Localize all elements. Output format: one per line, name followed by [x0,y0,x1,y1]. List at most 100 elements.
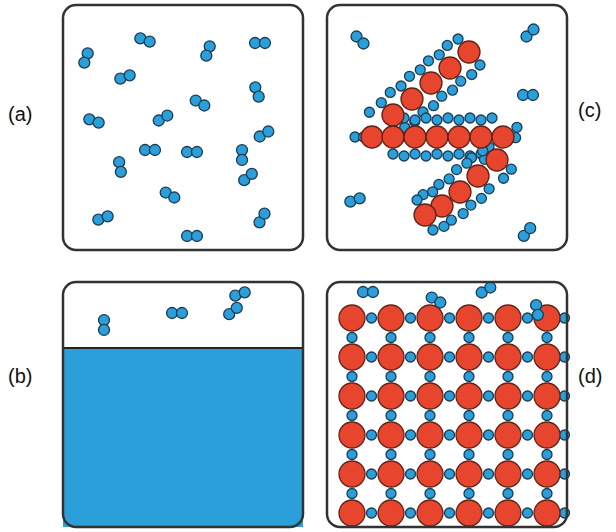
panel-frame [63,5,303,250]
atom [347,450,357,460]
atom [523,313,533,323]
atom [448,85,458,95]
atom [445,469,455,479]
molecule-atom [358,38,369,49]
atom [339,461,365,487]
molecule-atom [528,24,539,35]
atom [542,411,552,421]
atom [503,372,513,382]
atom [456,422,482,448]
atom [432,149,442,159]
atom [503,333,513,343]
atom [401,88,423,110]
atom [495,500,521,526]
atom [512,122,522,132]
atom [421,151,431,161]
atom [378,461,404,487]
atom [414,204,436,226]
molecule-atom [201,50,212,61]
atom [339,500,365,526]
atom [417,305,443,331]
molecule-atom [191,147,202,158]
atom [484,391,494,401]
atom [465,113,475,123]
atom [534,344,560,370]
molecule-atom [246,168,257,179]
atom [467,165,489,187]
atom [437,91,447,101]
atom [466,200,476,210]
atom [386,450,396,460]
atom [347,372,357,382]
molecule-atom [231,302,242,313]
atom [417,422,443,448]
atom [454,149,464,159]
molecule-atom [259,38,270,49]
atom [449,181,471,203]
liquid [63,348,303,527]
atom [388,149,398,159]
atom [434,50,444,60]
atom [426,126,448,148]
atom [406,313,416,323]
atom [487,113,497,123]
atom [495,422,521,448]
atom [443,151,453,161]
atom [378,422,404,448]
panel-frame [327,282,567,527]
atom [378,500,404,526]
atom [410,149,420,159]
molecule-atom [485,282,496,293]
atom [534,500,560,526]
molecule-atom [93,117,104,128]
atom [476,115,486,125]
atom [506,164,516,174]
atom [367,469,377,479]
atom [428,225,438,235]
atom [406,430,416,440]
atom [367,313,377,323]
atom [445,508,455,518]
atom [417,461,443,487]
panel-frame [327,5,567,250]
molecule-atom [367,287,378,298]
atom [339,383,365,409]
atom [456,305,482,331]
atom [385,87,395,97]
molecule-atom [354,193,365,204]
atom [464,411,474,421]
molecules [63,24,570,527]
atom [412,195,422,205]
atom [382,104,404,126]
atom [339,305,365,331]
atom [503,450,513,460]
atom [458,41,480,63]
atom [467,70,477,80]
atom [495,461,521,487]
atom [456,461,482,487]
molecule-atom [199,100,210,111]
atom [445,313,455,323]
atom [415,65,425,75]
atom [339,344,365,370]
panel-frame [63,282,303,527]
atom [456,76,466,86]
atom [458,209,468,219]
atom [495,305,521,331]
atom [456,500,482,526]
atom [417,500,443,526]
atom [378,305,404,331]
atom [476,193,486,203]
atom [523,469,533,479]
atom [486,149,508,171]
atom [406,508,416,518]
atom [495,344,521,370]
atom [404,71,414,81]
panel-label: (d) [578,366,602,386]
atom [444,174,454,184]
atom [534,383,560,409]
atom [523,352,533,362]
atom [417,383,443,409]
molecule-atom [144,36,155,47]
